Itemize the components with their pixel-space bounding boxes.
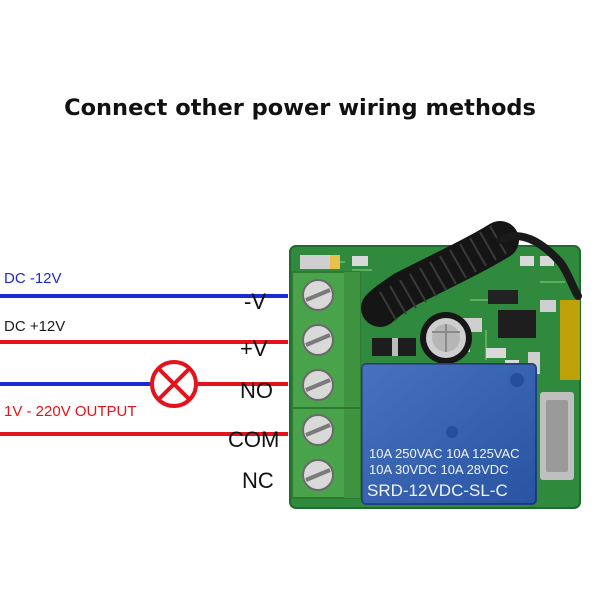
- terminal-screw-4: [302, 414, 334, 446]
- relay-mount-hole: [510, 373, 524, 387]
- ic-chip-2: [498, 310, 536, 338]
- terminal-screw-1: [302, 279, 334, 311]
- relay-rating-2: 10A 30VDC 10A 28VDC: [369, 462, 508, 477]
- wire-label-dc-negative: DC -12V: [4, 270, 62, 287]
- coiled-antenna-icon: [361, 221, 582, 327]
- ic-chip: [488, 290, 518, 304]
- terminal-screw-3: [302, 369, 334, 401]
- diagram-title: Connect other power wiring methods: [64, 95, 536, 121]
- lamp-icon: [150, 360, 198, 408]
- wire-label-output: 1V - 220V OUTPUT: [4, 403, 137, 420]
- terminal-label-com: COM: [228, 427, 279, 452]
- relay: 10A 250VAC 10A 125VAC 10A 30VDC 10A 28VD…: [361, 363, 537, 505]
- terminal-label-pos-v: +V: [240, 336, 268, 361]
- relay-rating-1: 10A 250VAC 10A 125VAC: [369, 446, 520, 461]
- terminal-label-nc: NC: [242, 468, 274, 493]
- relay-dot: [446, 426, 458, 438]
- terminal-label-no: NO: [240, 378, 273, 403]
- terminal-label-neg-v: -V: [244, 289, 266, 314]
- terminal-screw-5: [302, 459, 334, 491]
- capacitor-icon: [420, 312, 472, 364]
- wire-label-dc-positive: DC +12V: [4, 318, 65, 335]
- terminal-screw-2: [302, 324, 334, 356]
- relay-model: SRD-12VDC-SL-C: [367, 481, 508, 500]
